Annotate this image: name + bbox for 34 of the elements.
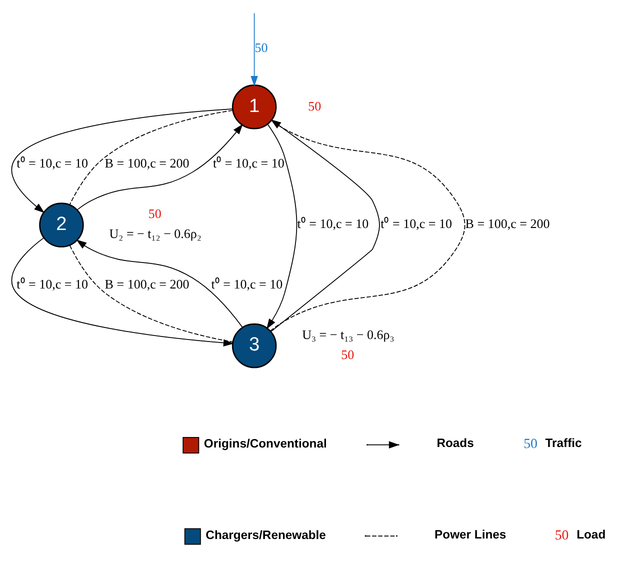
edge-label: t⁰ = 10,c = 10 <box>16 276 88 292</box>
arrow <box>11 238 234 346</box>
edge-label: B = 100,c = 200 <box>465 216 550 232</box>
arrow <box>250 12 258 86</box>
legend-label: Power Lines <box>434 527 506 542</box>
edge-label: B = 100,c = 200 <box>104 156 190 171</box>
node-label: 50 <box>341 346 354 362</box>
edge-label: t⁰ = 10,c = 10 <box>297 216 369 232</box>
edge-label: t⁰ = 10,c = 10 <box>212 156 284 171</box>
arrow <box>11 108 234 213</box>
arrow <box>76 240 243 328</box>
edge-label: t⁰ = 10,c = 10 <box>380 216 452 232</box>
node-circle: 3 <box>232 323 277 368</box>
arrow <box>266 124 298 330</box>
node-circle: 2 <box>39 202 84 248</box>
node-label: U₂ = − t₁₂ − 0.6ρ₂ <box>109 226 202 242</box>
connector <box>69 110 234 206</box>
legend-label: Roads <box>436 436 474 450</box>
edge-label: t⁰ = 10,c = 10 <box>16 156 88 171</box>
node-circle: 1 <box>232 84 277 130</box>
arrow <box>76 124 243 210</box>
node-label: 50 <box>308 98 322 114</box>
edge-label: 50 <box>254 40 268 56</box>
node-label: U₃ = − t₁₃ − 0.6ρ₃ <box>302 326 394 342</box>
legend-label: Origins/Conventional <box>204 436 327 451</box>
connector <box>69 245 234 342</box>
legend-label: Traffic <box>545 436 582 450</box>
legend-label: Load <box>576 527 606 542</box>
edge-label: B = 100,c = 200 <box>104 276 190 292</box>
node-label: 50 <box>148 206 162 222</box>
legend-label: Chargers/Renewable <box>206 528 326 542</box>
label: 50 <box>524 437 538 452</box>
label: 50 <box>554 528 569 544</box>
edge-label: t⁰ = 10,c = 10 <box>211 276 283 292</box>
